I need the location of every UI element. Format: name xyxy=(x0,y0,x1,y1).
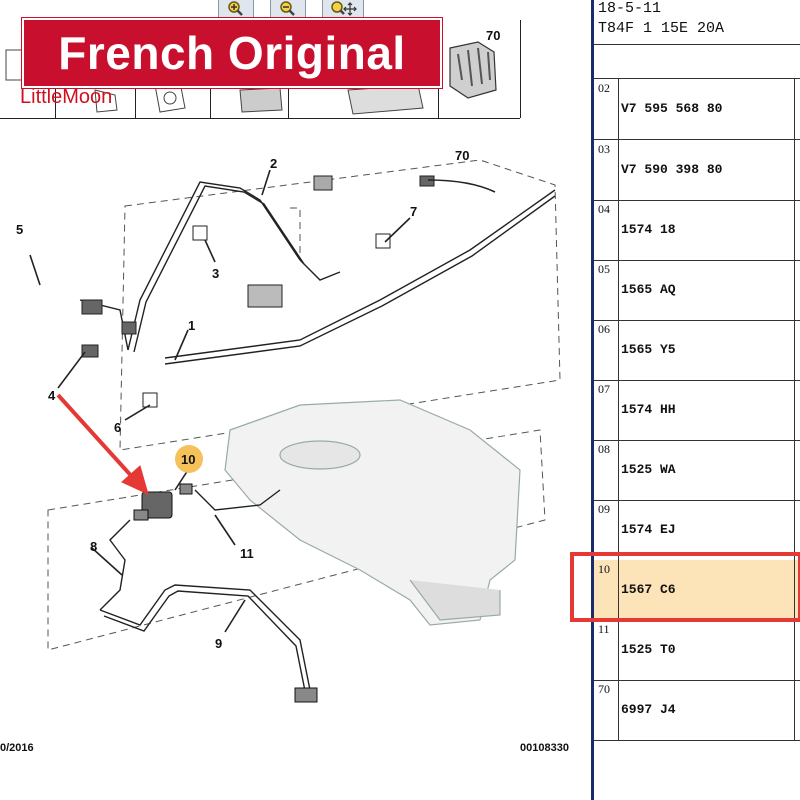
panel-date: 18-5-11 xyxy=(598,0,662,17)
zoom-in-button[interactable] xyxy=(218,0,254,19)
part-reference: 1567 C6 xyxy=(621,582,676,597)
zoom-out-icon xyxy=(280,1,295,16)
row-number: 09 xyxy=(598,502,610,516)
zoom-pan-button[interactable] xyxy=(322,0,364,19)
red-arrow xyxy=(56,393,149,495)
part-reference: 1565 Y5 xyxy=(621,342,676,357)
banner-text: French Original xyxy=(58,27,406,79)
zoom-pan-icon xyxy=(331,1,357,16)
row-number: 04 xyxy=(598,202,610,216)
callout-10: 10 xyxy=(181,452,195,467)
parts-row-04[interactable]: 04 1574 18 xyxy=(594,200,800,261)
callout-11: 11 xyxy=(240,546,254,561)
clip-part-image xyxy=(449,41,497,99)
zoom-out-button[interactable] xyxy=(270,0,306,19)
part-reference: V7 595 568 80 xyxy=(621,101,723,116)
zoom-in-icon xyxy=(228,1,243,16)
box-callout-3 xyxy=(192,225,208,241)
selected-row-highlight-box xyxy=(570,552,800,622)
row-number: 10 xyxy=(598,562,610,576)
lower-group-outline xyxy=(47,429,546,651)
connector-shape xyxy=(81,299,103,315)
fuel-system-diagram: 2 70 5 3 7 1 4 6 10 8 11 9 xyxy=(16,148,561,703)
part-reference: 6997 J4 xyxy=(621,702,676,717)
callout-5: 5 xyxy=(16,222,23,237)
thumbnail-image xyxy=(94,89,118,113)
connector-shape xyxy=(121,321,137,335)
footer-plate-ref: 00108330 xyxy=(520,742,569,754)
row-number: 02 xyxy=(598,81,610,95)
callout-3: 3 xyxy=(212,266,219,281)
panel-model-code: T84F 1 15E 20A xyxy=(598,20,725,37)
callout-7: 7 xyxy=(410,204,417,219)
diagram-panel: 70 French Original LittleMoon xyxy=(0,0,590,754)
parts-row-07[interactable]: 07 1574 HH xyxy=(594,380,800,441)
fuel-filter-part xyxy=(133,483,193,521)
thumbnail-70[interactable]: 70 xyxy=(438,20,521,118)
header-divider xyxy=(594,44,800,45)
row-number: 07 xyxy=(598,382,610,396)
footer-date: 0/2016 xyxy=(0,742,34,754)
header-divider xyxy=(594,78,800,79)
part-reference: V7 590 398 80 xyxy=(621,162,723,177)
row-number: 03 xyxy=(598,142,610,156)
valve-shape xyxy=(313,175,333,191)
row-number: 05 xyxy=(598,262,610,276)
callout-highlight-circle xyxy=(175,445,203,473)
callout-2: 2 xyxy=(270,156,277,171)
upper-group-outline xyxy=(119,159,561,451)
callout-8: 8 xyxy=(90,539,97,554)
parts-list-panel: 18-5-11 T84F 1 15E 20A 02 V7 595 568 80 … xyxy=(594,0,800,800)
parts-row-70[interactable]: 70 6997 J4 xyxy=(594,680,800,741)
row-number: 11 xyxy=(598,622,610,636)
callout-9: 9 xyxy=(215,636,222,651)
connector-bracket xyxy=(290,207,301,260)
zoom-toolbar xyxy=(190,0,590,20)
thumbnail-image xyxy=(239,87,283,113)
part-reference: 1574 EJ xyxy=(621,522,676,537)
callout-1: 1 xyxy=(188,318,195,333)
box-callout-7 xyxy=(375,233,391,249)
part-reference: 1565 AQ xyxy=(621,282,676,297)
callout-4: 4 xyxy=(48,388,56,403)
row-number: 08 xyxy=(598,442,610,456)
callout-70: 70 xyxy=(455,148,469,163)
parts-row-03[interactable]: 03 V7 590 398 80 xyxy=(594,140,800,201)
parts-row-02[interactable]: 02 V7 595 568 80 xyxy=(594,79,800,140)
promo-banner: French Original xyxy=(22,18,442,88)
part-reference: 1525 T0 xyxy=(621,642,676,657)
fuel-tank xyxy=(224,399,521,626)
watermark-text: LittleMoon xyxy=(20,86,113,108)
part-reference: 1574 18 xyxy=(621,222,676,237)
part-reference: 1574 HH xyxy=(621,402,676,417)
connector-shape xyxy=(294,687,318,703)
parts-row-11[interactable]: 11 1525 T0 xyxy=(594,620,800,681)
connector-shape xyxy=(81,344,99,358)
parts-row-06[interactable]: 06 1565 Y5 xyxy=(594,320,800,381)
part-reference: 1525 WA xyxy=(621,462,676,477)
parts-row-08[interactable]: 08 1525 WA xyxy=(594,440,800,501)
callout-6: 6 xyxy=(114,420,121,435)
row-number: 06 xyxy=(598,322,610,336)
panel-divider xyxy=(591,0,594,800)
pressure-sensor-shape xyxy=(247,284,283,308)
box-callout-6 xyxy=(142,392,158,408)
parts-row-05[interactable]: 05 1565 AQ xyxy=(594,260,800,321)
thumbnail-label: 70 xyxy=(486,28,501,43)
connector-shape xyxy=(419,175,435,187)
row-number: 70 xyxy=(598,682,610,696)
